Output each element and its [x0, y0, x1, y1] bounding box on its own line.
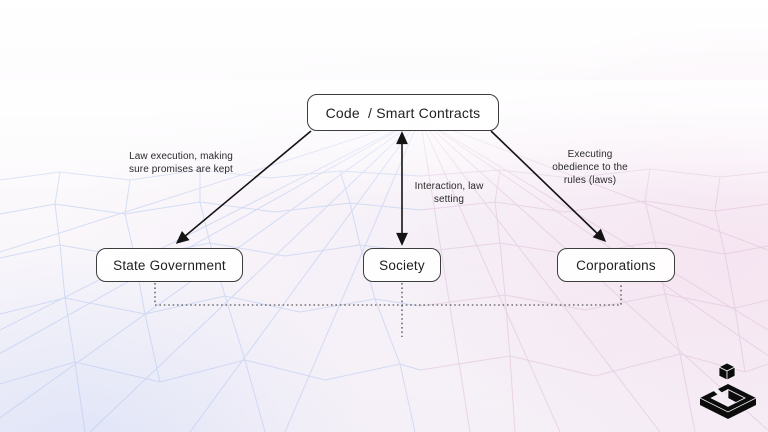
node-code-smart-contracts: Code / Smart Contracts [307, 94, 499, 131]
logo-graphic [699, 362, 757, 419]
edge-label-executing-obedience: Executing obedience to the rules (laws) [552, 149, 628, 186]
edge-label-law-execution: Law execution, making sure promises are … [129, 151, 233, 175]
node-corporations: Corporations [557, 248, 675, 282]
edge-code-to-corporations-arrow [490, 130, 607, 242]
node-society: Society [363, 248, 441, 282]
node-state-government: State Government [96, 248, 243, 282]
edge-label-interaction: Interaction, law setting [414, 181, 484, 205]
isometric-cube-logo [699, 362, 759, 420]
dotted-connector [154, 283, 622, 306]
edge-code-to-state-arrow [175, 130, 312, 244]
